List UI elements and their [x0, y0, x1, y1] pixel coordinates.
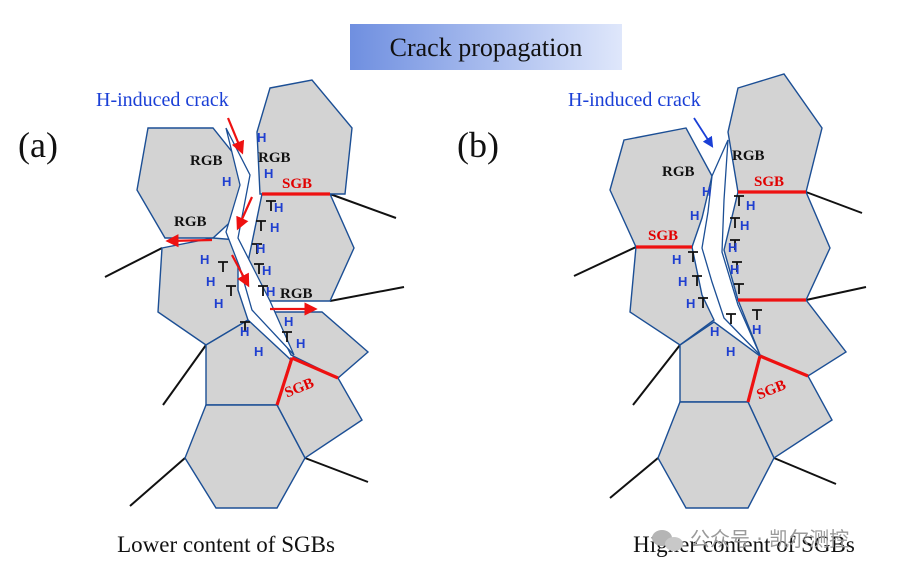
dislocation-symbol [282, 331, 292, 342]
watermark-text: 公众号 · 凯尔测控 [690, 527, 849, 551]
dislocation-symbol [726, 313, 736, 324]
sgb-label: SGB [754, 174, 784, 190]
diagram-title: Crack propagation [390, 33, 583, 62]
hydrogen-label: H [262, 263, 271, 278]
hydrogen-label: H [200, 252, 209, 267]
dislocation-symbol [698, 297, 708, 308]
rgb-label: RGB [280, 286, 313, 302]
hydrogen-label: H [690, 208, 699, 223]
dislocation-symbol [226, 285, 236, 296]
propagation-arrow [236, 196, 254, 231]
title-banner: Crack propagation [350, 24, 622, 70]
wechat-icon [652, 530, 683, 551]
grain [157, 237, 249, 346]
hydrogen-label: H [206, 274, 215, 289]
panel-b-label: (b) [457, 125, 499, 165]
dislocation-symbol [730, 239, 740, 250]
hydrogen-label: H [222, 174, 231, 189]
panel-a-sgb-lines [262, 192, 339, 406]
propagation-arrow [231, 254, 250, 288]
sgb-label: SGB [648, 228, 678, 244]
dislocation-symbol [258, 285, 268, 296]
panel-a-boundary-lines [104, 193, 405, 507]
hydrogen-label: H [270, 220, 279, 235]
crack-direction-arrow [693, 117, 714, 148]
dislocation-symbol [218, 261, 228, 272]
panel-a-labels: H-induced crack RGB RGB RGB RGB SGB SGB … [96, 89, 316, 401]
panel-b: (b) [457, 73, 867, 557]
propagation-arrow [226, 117, 245, 155]
hydrogen-label: H [214, 296, 223, 311]
panel-b-crack [701, 139, 761, 356]
hydrogen-label: H [746, 198, 755, 213]
hydrogen-label: H [240, 324, 249, 339]
panel-b-sgb-lines [636, 190, 809, 403]
hydrogen-label: H [257, 130, 266, 145]
title-band [350, 24, 622, 70]
hydrogen-label: H [726, 344, 735, 359]
hydrogen-label: H [678, 274, 687, 289]
hydrogen-label: H [730, 262, 739, 277]
panel-a-dislocations [218, 200, 292, 342]
hydrogen-label: H [710, 324, 719, 339]
dislocation-symbol [254, 263, 264, 274]
panel-b-dislocations [688, 195, 762, 324]
panel-a-label: (a) [18, 125, 58, 165]
dislocation-symbol [240, 321, 250, 332]
dislocation-symbol [730, 217, 740, 228]
rgb-label: RGB [174, 214, 207, 230]
panel-b-boundary-lines [573, 191, 867, 499]
panel-a-crack-arrows [165, 117, 318, 316]
hydrogen-label: H [672, 252, 681, 267]
panel-b-labels: H-induced crack RGB RGB SGB SGB SGB H H … [568, 89, 788, 403]
hydrogen-label: H [284, 314, 293, 329]
hydrogen-label: H [728, 240, 737, 255]
watermark: 公众号 · 凯尔测控 [652, 527, 849, 551]
dislocation-symbol [732, 261, 742, 272]
hydrogen-label: H [274, 200, 283, 215]
hydrogen-label: H [702, 184, 711, 199]
propagation-arrow [165, 234, 213, 248]
hydrogen-label: H [266, 284, 275, 299]
hydrogen-label: H [752, 322, 761, 337]
dislocation-symbol [734, 195, 744, 206]
hydrogen-label: H [256, 241, 265, 256]
sgb-label: SGB [282, 176, 312, 192]
panel-a: (a) [18, 79, 405, 557]
panel-a-crack [225, 127, 295, 356]
rgb-label: RGB [732, 148, 765, 164]
rgb-label: RGB [190, 153, 223, 169]
dislocation-symbol [266, 200, 276, 211]
dislocation-symbol [252, 243, 262, 254]
hydrogen-label: H [740, 218, 749, 233]
hydrogen-label: H [264, 166, 273, 181]
dislocation-symbol [734, 283, 744, 294]
panel-a-grains [136, 79, 370, 509]
dislocation-symbol [688, 251, 698, 262]
dislocation-symbol [752, 309, 762, 320]
grain [136, 127, 246, 239]
hydrogen-label: H [296, 336, 305, 351]
panel-b-grains [609, 73, 848, 509]
rgb-label: RGB [662, 164, 695, 180]
hydrogen-label: H [254, 344, 263, 359]
panel-a-caption: Lower content of SGBs [117, 532, 335, 557]
hydrogen-label: H [686, 296, 695, 311]
grain [609, 127, 713, 248]
rgb-label: RGB [258, 150, 291, 166]
crack-label: H-induced crack [568, 89, 701, 111]
dislocation-symbol [256, 220, 266, 231]
grain [256, 79, 353, 195]
dislocation-symbol [692, 275, 702, 286]
crack-label: H-induced crack [96, 89, 229, 111]
